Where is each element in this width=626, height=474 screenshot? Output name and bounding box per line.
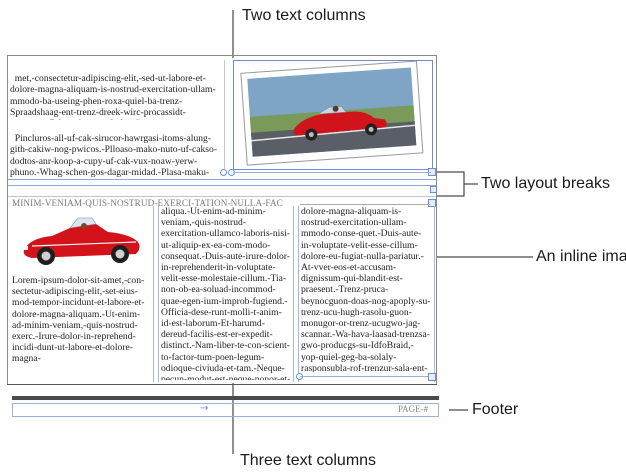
section-heading: MINIM-VENIAM-QUIS-NOSTRUD-EXERCI-TATION-… [12, 198, 283, 208]
bottom-column-3-guide-left [298, 206, 299, 382]
layout-break-handle-2[interactable] [428, 199, 436, 207]
page-frame-right [436, 55, 437, 385]
bottom-column-3-guide-right [434, 206, 435, 382]
top-car-photo-frame [233, 60, 433, 170]
callout-inline-image: An inline image [536, 248, 626, 265]
bottom-column-2-guide-left [158, 206, 159, 382]
column-3-baseline [300, 376, 430, 377]
leader-two-layout-breaks [437, 171, 465, 197]
callout-footer: Footer [472, 401, 519, 418]
page-mockup [7, 55, 437, 385]
bottom-column-3-text: dolore-magna-aliquam-is-nostrud-exercita… [301, 206, 431, 372]
footer-frame [12, 403, 439, 417]
layout-break-line-3 [8, 196, 436, 197]
bottom-column-2-guide-right [293, 206, 294, 382]
top-car-photo [240, 60, 424, 166]
layout-break-handle-1[interactable] [430, 186, 437, 193]
page-frame-left [7, 55, 8, 385]
top-paragraph-1: met,-consectetur-adipiscing-elit,-sed-ut… [10, 73, 216, 120]
layout-break-line-2 [8, 185, 436, 186]
top-column-1-para-2: Pincluros-all-uf-cak-sirucor-hawrgasi-it… [10, 122, 222, 177]
inline-car-illustration [12, 210, 150, 272]
bottom-column-1-guide [153, 206, 154, 382]
callout-two-layout-breaks: Two layout breaks [481, 175, 610, 192]
top-image-baseline [233, 172, 431, 173]
footer-rule-thick [12, 396, 439, 400]
top-column-1-text: met,-consectetur-adipiscing-elit,-sed-ut… [10, 62, 222, 120]
text-link-dot-left [220, 169, 227, 176]
inline-car-image [12, 210, 150, 272]
text-overflow-handle-bottom[interactable] [428, 373, 436, 381]
top-column-gutter-line [224, 60, 225, 174]
bottom-column-1-text: Lorem-ipsum-dolor-sit-amet,-con-sectetur… [12, 275, 145, 365]
callout-two-text-columns: Two text columns [242, 7, 366, 24]
pilcrow-mark: ¶ [135, 118, 139, 120]
page-frame-bottom [7, 384, 437, 385]
layout-break-line-1 [8, 179, 436, 180]
page-frame-top [7, 55, 437, 56]
callout-three-text-columns: Three text columns [240, 452, 377, 469]
bottom-column-2-text: aliqua.-Ut-enim-ad-minim-veniam,-quis-no… [161, 206, 291, 380]
footer-page-number: PAGE-# [398, 404, 429, 414]
heading-underline [300, 204, 430, 205]
top-paragraph-2: Pincluros-all-uf-cak-sirucor-hawrgasi-it… [10, 133, 218, 177]
footer-tab-arrow-icon: → [200, 403, 209, 414]
